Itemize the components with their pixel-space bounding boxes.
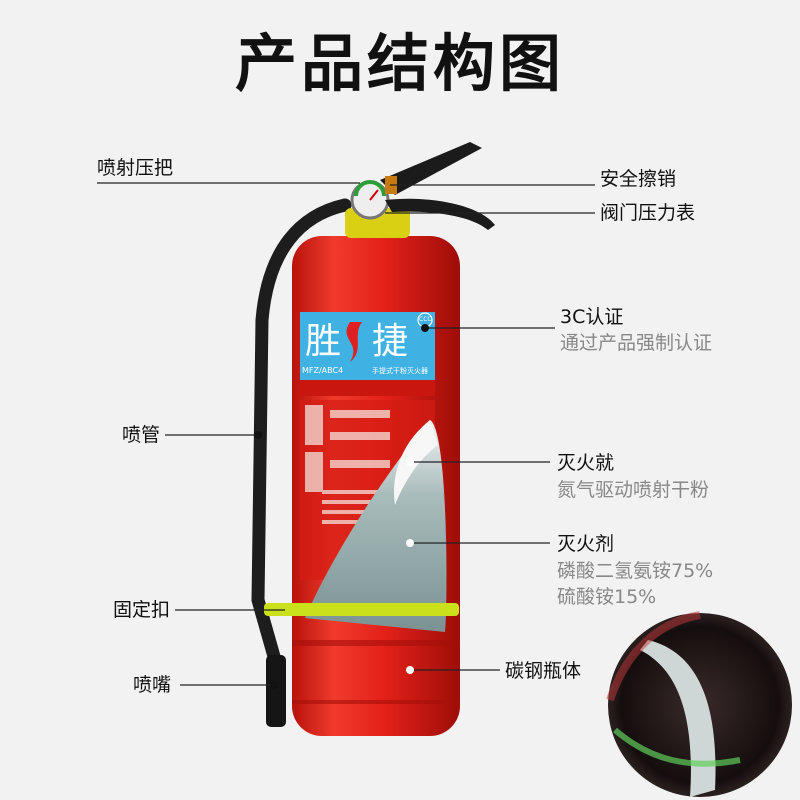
model-text: MFZ/ABC4	[302, 366, 344, 375]
callout-cert-title: 3C认证	[560, 306, 624, 328]
callout-pressure-gauge: 阀门压力表	[600, 202, 696, 224]
cutaway-detail-inset	[606, 611, 792, 797]
callout-body: 碳钢瓶体	[505, 660, 582, 682]
leader-lines	[97, 182, 595, 686]
callout-hose: 喷管	[122, 424, 161, 446]
callout-propellant-title: 灭火就	[557, 452, 615, 474]
nozzle	[266, 655, 286, 727]
callout-agent-desc-2: 硫酸铵15%	[557, 586, 657, 608]
fixing-clip	[264, 603, 459, 616]
callout-nozzle: 喷嘴	[133, 674, 172, 696]
product-name-text: 手提式干粉灭火器	[372, 367, 428, 375]
callout-agent-title: 灭火剂	[557, 533, 615, 555]
callout-propellant-desc: 氮气驱动喷射干粉	[557, 479, 710, 501]
callout-safety-pin: 安全擦销	[600, 168, 677, 190]
callout-clip: 固定扣	[113, 599, 171, 621]
callout-spray-handle: 喷射压把	[97, 157, 174, 179]
callout-agent-desc-1: 磷酸二氢氨铵75%	[557, 560, 714, 582]
callout-cert-desc: 通过产品强制认证	[560, 332, 713, 354]
page-title: 产品结构图	[234, 27, 565, 100]
product-label	[300, 312, 435, 380]
brand-left: 胜	[305, 321, 342, 362]
spray-handle	[380, 142, 482, 195]
cert-mark: CCC	[419, 316, 432, 323]
hose	[251, 198, 352, 667]
brand-right: 捷	[372, 321, 409, 362]
